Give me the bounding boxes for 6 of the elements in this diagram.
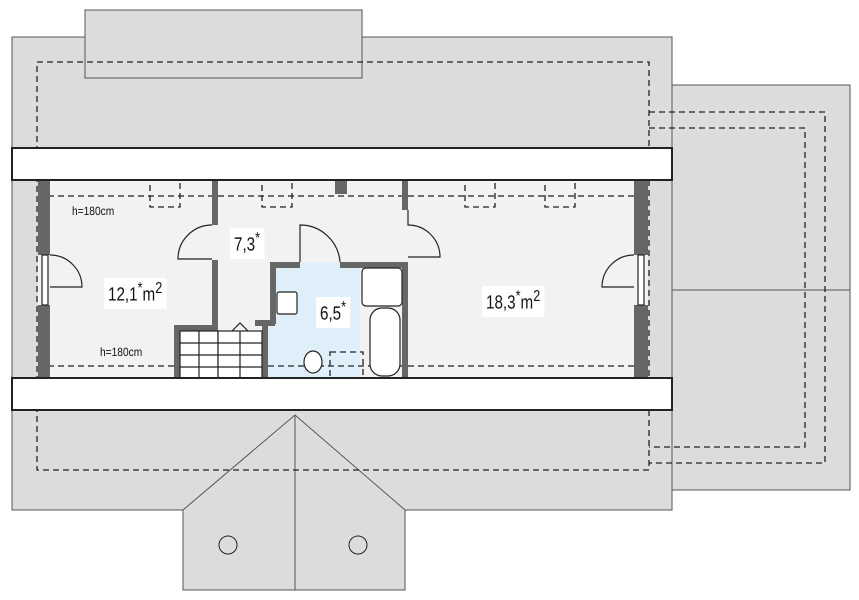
ceiling-height-label: h=180cm bbox=[72, 204, 114, 218]
room-area-label: 7,3$^{*}$ bbox=[230, 228, 264, 260]
room-area-label: 12,1$^{*}$m$^{2}$ bbox=[104, 278, 166, 310]
ceiling-height-label: h=180cm bbox=[100, 345, 142, 359]
room-area-label: 6,5$^{*}$ bbox=[316, 297, 350, 328]
room-area-label: 18,3$^{*}$m$^{2}$ bbox=[482, 286, 544, 318]
